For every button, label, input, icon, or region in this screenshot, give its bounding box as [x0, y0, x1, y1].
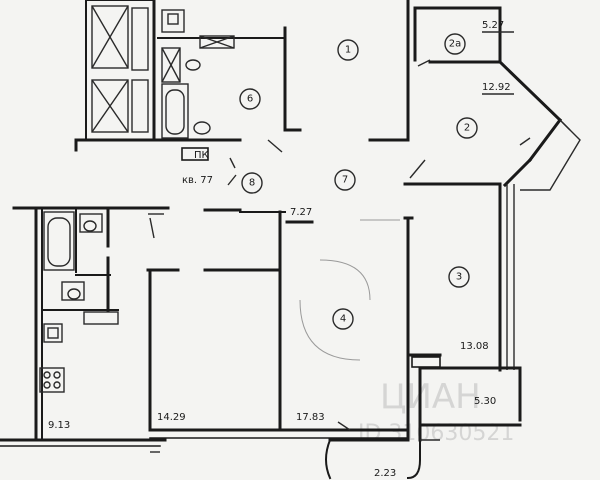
room-marker-4: 4 — [332, 308, 354, 330]
watermark-brand: ЦИАН — [380, 377, 481, 417]
svg-text:7: 7 — [342, 175, 348, 186]
area-label-room-2a: 5.27 — [482, 20, 504, 31]
svg-text:1: 1 — [345, 45, 351, 56]
left-block — [0, 206, 170, 453]
middle-rooms — [146, 174, 414, 439]
right-upper-block — [403, 6, 581, 191]
area-label-room-8: 7.27 — [290, 207, 312, 218]
area-labels: 5.27 12.92 7.27 13.08 5.30 9.13 14.29 17… — [48, 20, 514, 479]
top-left-block — [74, 0, 242, 161]
room-marker-8: 8 — [241, 172, 263, 194]
watermark: ЦИАН ID 310630521 — [358, 377, 514, 446]
closet-label: ПК — [194, 150, 209, 161]
area-label-room-4: 17.83 — [296, 412, 325, 423]
area-label-room-5: 14.29 — [157, 412, 186, 423]
room-marker-2a: 2a — [444, 33, 466, 55]
area-label-room-2: 12.92 — [482, 82, 511, 93]
area-label-loggia: 5.30 — [474, 396, 496, 407]
room-marker-2: 2 — [456, 117, 478, 139]
svg-text:3: 3 — [456, 272, 462, 283]
svg-text:2: 2 — [464, 123, 470, 134]
balcony — [325, 438, 410, 480]
area-label-balcony: 2.23 — [374, 468, 396, 479]
area-label-room-3: 13.08 — [460, 341, 489, 352]
svg-text:6: 6 — [247, 94, 253, 105]
upper-walls — [229, 0, 410, 169]
room-markers: 1 2a 2 3 4 6 7 8 — [239, 33, 478, 330]
room-marker-1: 1 — [337, 39, 359, 61]
right-lower-block — [406, 182, 522, 480]
room-marker-3: 3 — [448, 266, 470, 288]
svg-text:2a: 2a — [449, 39, 462, 50]
area-label-kitchen: 9.13 — [48, 420, 70, 431]
svg-text:4: 4 — [340, 314, 346, 325]
apartment-label: кв. 77 — [182, 175, 213, 186]
hall-arcs — [299, 219, 400, 361]
room-marker-7: 7 — [334, 169, 356, 191]
svg-text:8: 8 — [249, 178, 255, 189]
room-marker-6: 6 — [239, 88, 261, 110]
